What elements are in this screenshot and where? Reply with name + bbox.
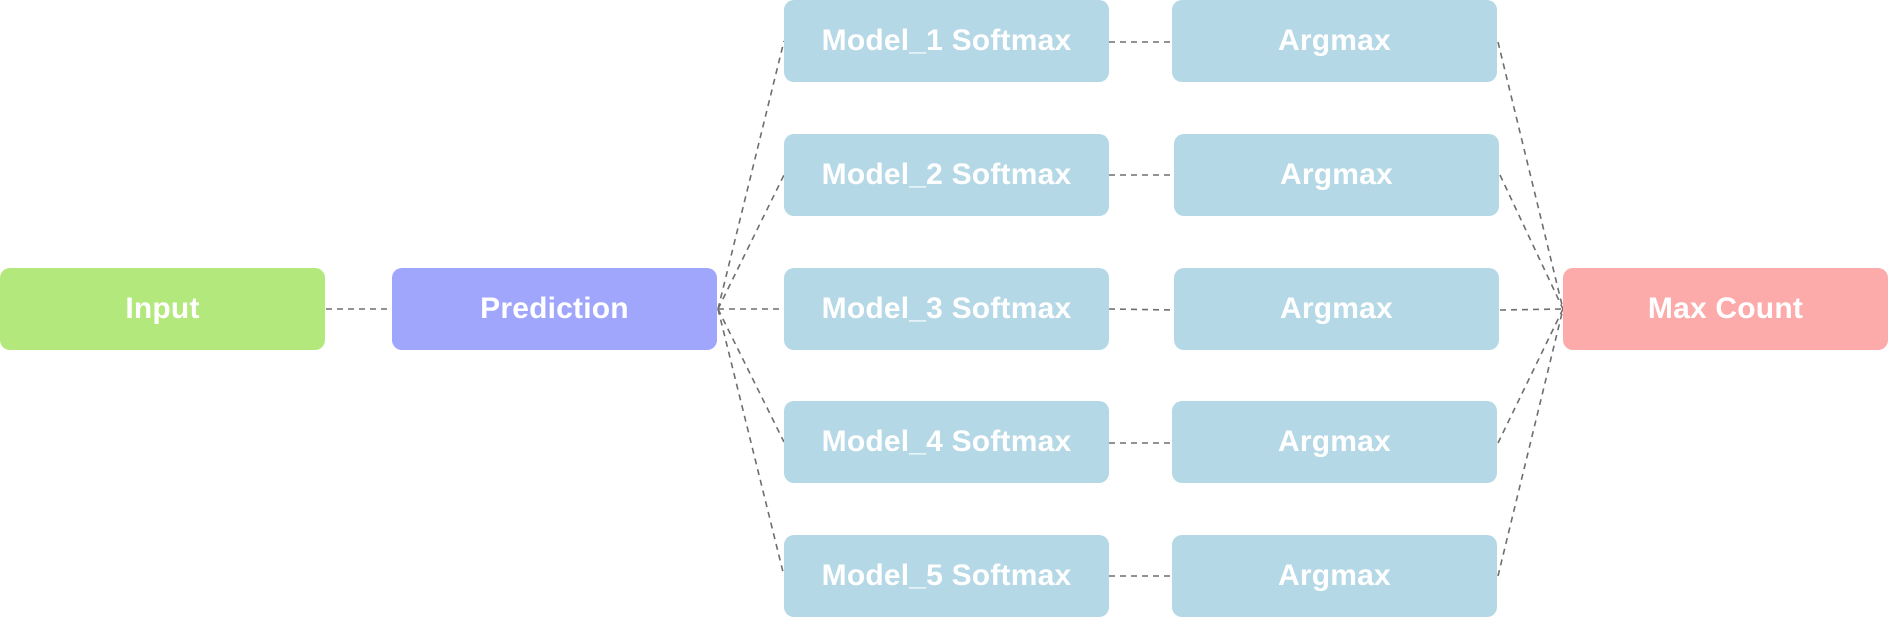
connector-argmax-5-maxcount [1497,308,1564,577]
model-2-softmax-label: Model_2 Softmax [821,158,1072,191]
input-label: Input [125,292,200,325]
model-3-argmax-label: Argmax [1280,292,1393,325]
model-4-softmax-node: Model_4 Softmax [784,401,1109,483]
model-2-softmax-node: Model_2 Softmax [784,134,1109,216]
model-3-argmax-node: Argmax [1174,268,1499,350]
input-node: Input [0,268,325,350]
connector-argmax-4-maxcount [1497,308,1564,444]
connector-prediction-model-4 [717,308,785,443]
model-4-argmax-node: Argmax [1172,401,1497,483]
prediction-node: Prediction [392,268,717,350]
model-1-softmax-label: Model_1 Softmax [821,24,1072,57]
model-2-argmax-label: Argmax [1280,158,1393,191]
model-4-argmax-label: Argmax [1278,425,1391,458]
model-5-argmax-node: Argmax [1172,535,1497,617]
max-count-label: Max Count [1647,292,1804,325]
connector-prediction-model-2 [717,174,785,310]
model-1-argmax-label: Argmax [1278,24,1391,57]
model-3-softmax-label: Model_3 Softmax [821,292,1072,325]
connector-prediction-model-1 [717,40,785,310]
connector-argmax-3-maxcount [1499,308,1564,311]
model-4-softmax-label: Model_4 Softmax [821,425,1072,458]
model-5-softmax-node: Model_5 Softmax [784,535,1109,617]
model-2-argmax-node: Argmax [1174,134,1499,216]
model-1-argmax-node: Argmax [1172,0,1497,82]
connector-argmax-1-maxcount [1497,41,1564,310]
connector-prediction-model-5 [717,308,785,577]
model-1-softmax-node: Model_1 Softmax [784,0,1109,82]
prediction-label: Prediction [480,292,629,325]
connector-argmax-2-maxcount [1499,174,1564,310]
model-3-softmax-node: Model_3 Softmax [784,268,1109,350]
connector-model-3-argmax [1108,308,1175,311]
model-5-softmax-label: Model_5 Softmax [821,559,1072,592]
max-count-node: Max Count [1563,268,1888,350]
model-5-argmax-label: Argmax [1278,559,1391,592]
